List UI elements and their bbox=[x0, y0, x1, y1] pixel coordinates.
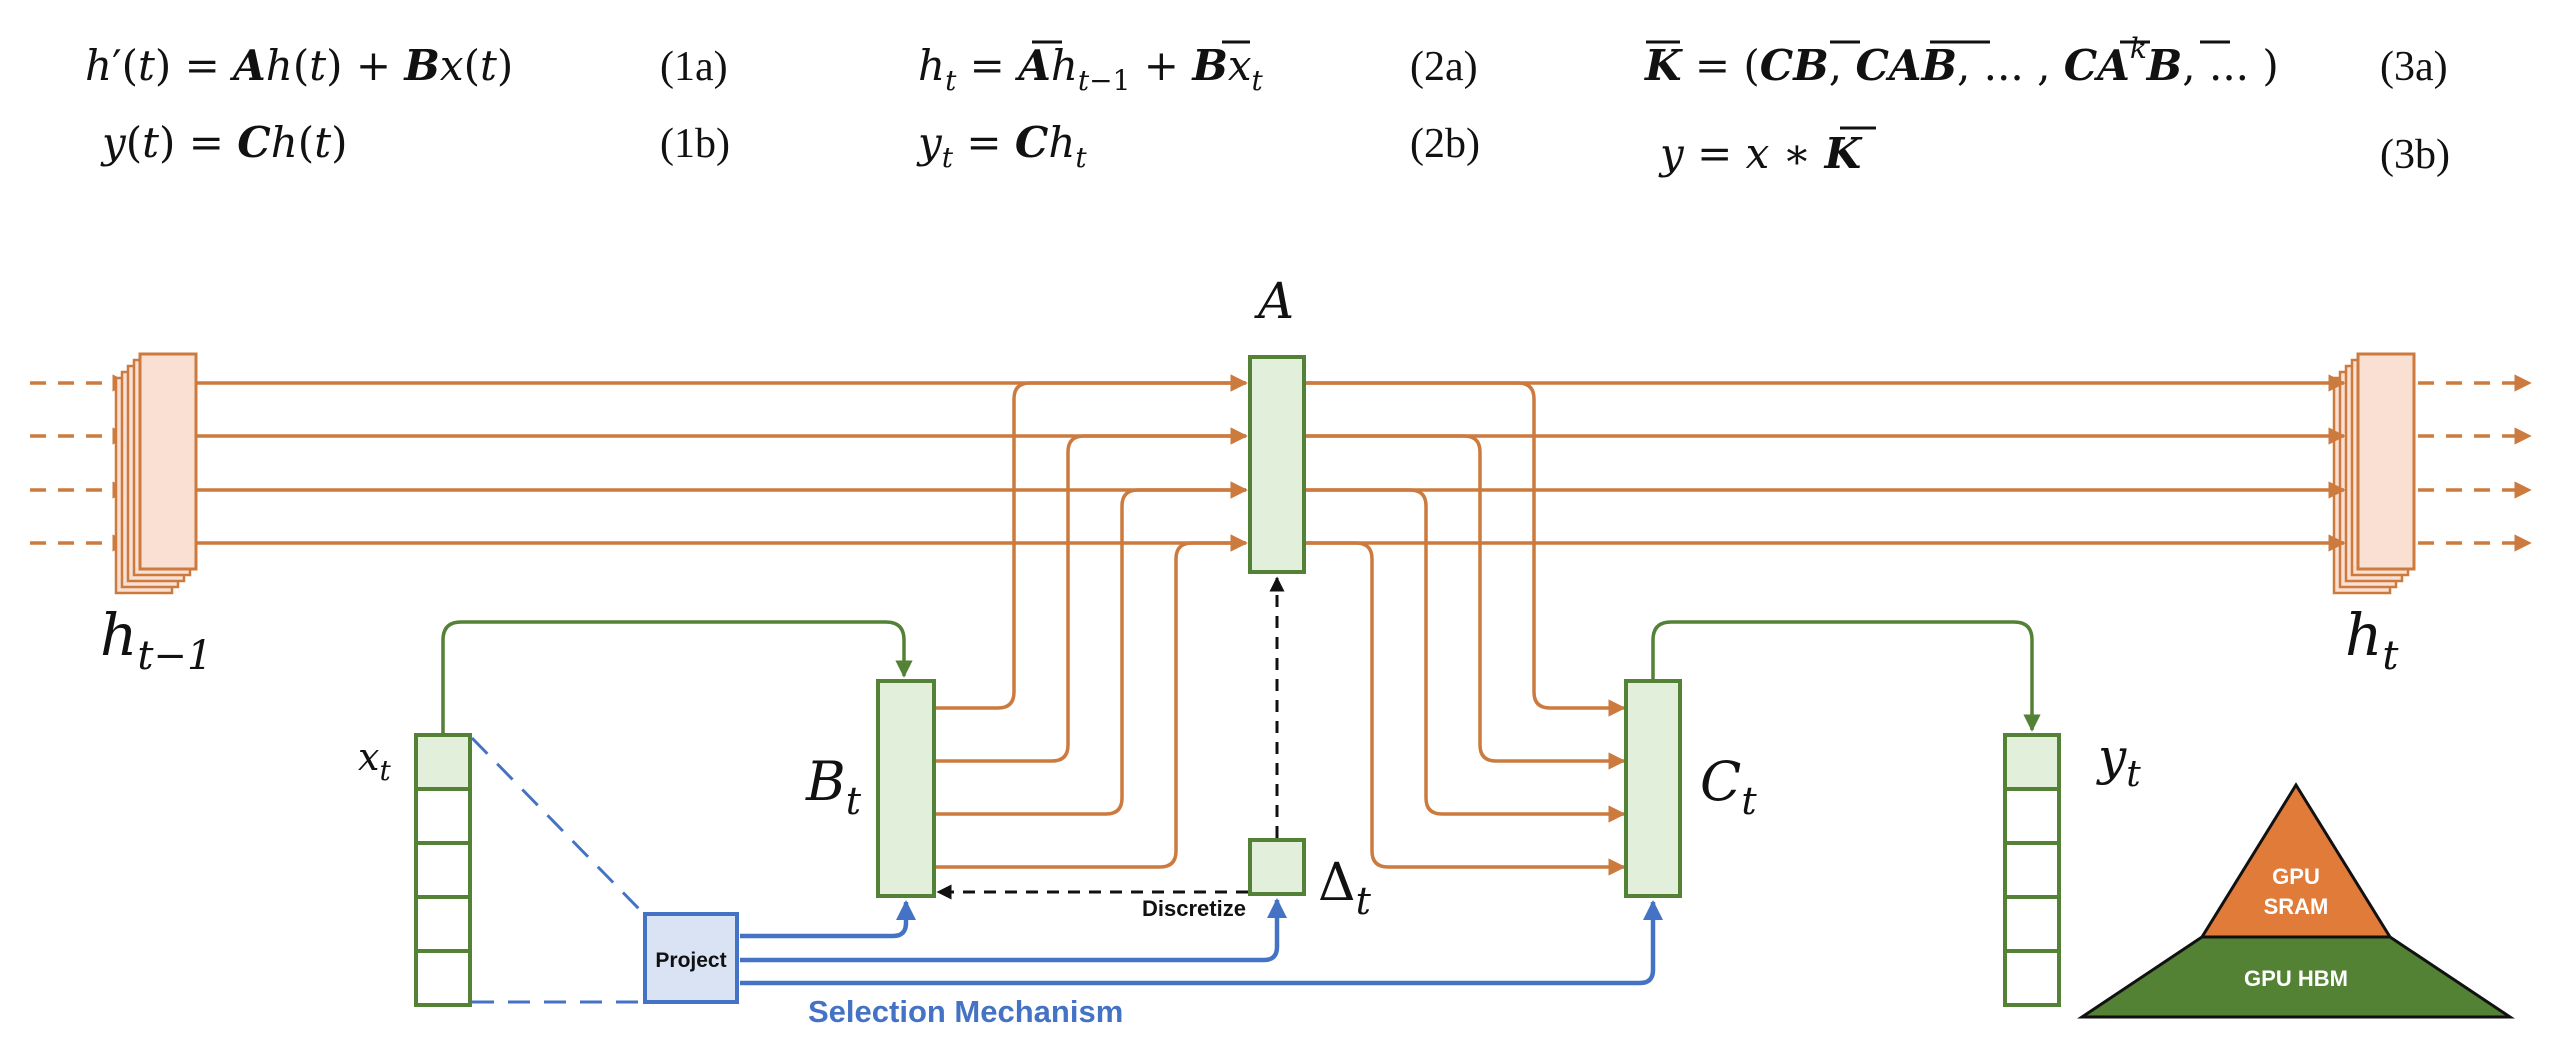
gpu-hbm-label: GPU HBM bbox=[2244, 966, 2348, 991]
h-prev-label: ht−1 bbox=[100, 601, 212, 679]
svg-text:K = (CB, CAB, ... , CAkB, ...: K = (CB, CAB, ... , CAkB, ... ) bbox=[1644, 32, 2279, 90]
equations: h′(t) = Ah(t) + Bx(t) (1a) y(t) = Ch(t) … bbox=[85, 32, 2450, 178]
gpu-hbm-tier bbox=[2077, 935, 2515, 1019]
equation-3a: K = (CB, CAB, ... , CAkB, ... ) (3a) bbox=[1644, 32, 2448, 90]
discretize-arrows bbox=[936, 576, 1285, 900]
projection-dashed-lines bbox=[470, 736, 644, 1004]
equation-3a-number: (3a) bbox=[2380, 44, 2448, 90]
equation-2b-number: (2b) bbox=[1410, 121, 1480, 167]
project-box bbox=[643, 912, 739, 1004]
a-matrix-block bbox=[1248, 355, 1306, 574]
svg-text:yt = Cht: yt = Cht bbox=[916, 118, 1087, 174]
equation-1a: h′(t) = Ah(t) + Bx(t) (1a) bbox=[85, 41, 728, 90]
svg-text:ht = Aht−1 + Bxt: ht = Aht−1 + Bxt bbox=[918, 41, 1264, 97]
a-to-c-connectors bbox=[1306, 381, 1626, 876]
h-t-label: ht bbox=[2345, 601, 2399, 679]
equation-3b: y = x ∗ K (3b) bbox=[1658, 126, 2450, 178]
x-t-cell bbox=[414, 733, 472, 791]
delta-t-block bbox=[1248, 838, 1306, 896]
x-to-b-arrow bbox=[441, 620, 913, 733]
b-to-a-connectors bbox=[936, 374, 1248, 869]
svg-text:h′(t) = Ah(t) + Bx(t): h′(t) = Ah(t) + Bx(t) bbox=[85, 41, 513, 90]
y-t-label: yt bbox=[2096, 728, 2141, 795]
y-t-output-column bbox=[2003, 733, 2061, 1007]
equation-1b-number: (1b) bbox=[660, 121, 730, 167]
gpu-sram-label-line2: SRAM bbox=[2264, 894, 2329, 919]
equation-2a: ht = Aht−1 + Bxt (2a) bbox=[918, 40, 1478, 97]
discretize-label: Discretize bbox=[1142, 896, 1246, 921]
a-label: A bbox=[1254, 272, 1294, 330]
c-t-block bbox=[1624, 679, 1682, 898]
selection-mechanism-label: Selection Mechanism bbox=[808, 994, 1123, 1029]
c-to-y-arrow bbox=[1651, 620, 2041, 732]
equation-1b: y(t) = Ch(t) (1b) bbox=[100, 118, 730, 167]
b-t-block bbox=[876, 679, 936, 898]
selection-arrows bbox=[740, 897, 1664, 986]
h-prev-state-stack bbox=[114, 352, 198, 595]
c-t-label: Ct bbox=[1700, 750, 1757, 823]
x-t-label: xt bbox=[358, 735, 391, 787]
gpu-memory-pyramid: GPU SRAM GPU HBM bbox=[2077, 782, 2515, 1019]
svg-text:y = x ∗ K: y = x ∗ K bbox=[1658, 129, 1863, 178]
h-t-state-stack bbox=[2332, 352, 2416, 595]
svg-text:y(t) = Ch(t): y(t) = Ch(t) bbox=[100, 118, 347, 167]
equation-2b: yt = Cht (2b) bbox=[916, 118, 1480, 174]
equation-2a-number: (2a) bbox=[1410, 44, 1478, 90]
state-dashed-lines bbox=[30, 374, 2532, 552]
y-t-cell bbox=[2003, 733, 2061, 791]
project-label: Project bbox=[655, 949, 726, 972]
equation-3b-number: (3b) bbox=[2380, 132, 2450, 178]
gpu-sram-label-line1: GPU bbox=[2272, 864, 2320, 889]
equation-1a-number: (1a) bbox=[660, 44, 728, 90]
x-t-input-column bbox=[414, 733, 472, 1007]
b-t-label: Bt bbox=[805, 750, 862, 823]
delta-t-label: Δt bbox=[1318, 853, 1372, 923]
